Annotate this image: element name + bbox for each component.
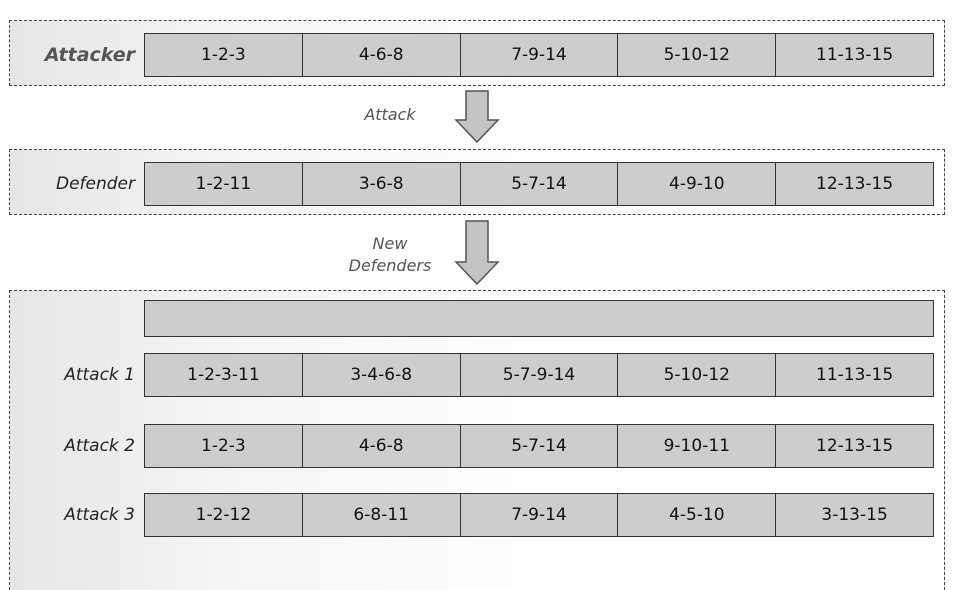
attack-1-cell: 3-4-6-8	[303, 354, 461, 396]
attacker-cell: 4-6-8	[303, 34, 461, 76]
attack-2-cell: 12-13-15	[816, 436, 894, 456]
new-defenders-caption-line2: Defenders	[348, 256, 432, 275]
down-arrow-icon	[454, 220, 500, 286]
defender-cell: 5-7-14	[461, 163, 619, 205]
attack-2-cell: 4-6-8	[303, 425, 461, 467]
attacker-cell: 1-2-3	[145, 34, 303, 76]
attack-1-label: Attack 1	[64, 365, 135, 385]
defender-label: Defender	[55, 174, 135, 194]
attack-1-row: 1-2-3-11 3-4-6-8 5-7-9-14 5-10-12 11-13-…	[144, 353, 934, 397]
defender-cell: 4-9-10	[618, 163, 777, 205]
attacker-label: Attacker	[44, 44, 135, 66]
attack-2-cell: 9-10-11	[618, 425, 777, 467]
attacker-cell: 5-10-12	[618, 34, 777, 76]
attack-1-cell: 1-2-3-11	[145, 354, 303, 396]
attack-1-cell: 5-7-9-14	[461, 354, 619, 396]
new-defenders-caption: New Defenders	[320, 233, 460, 277]
attack-3-cell: 6-8-11	[303, 494, 461, 536]
attack-3-row: 1-2-12 6-8-11 7-9-14 4-5-10 3-13-15	[144, 493, 934, 537]
attack-1-cell: 5-10-12	[618, 354, 777, 396]
new-defenders-caption-line1: New	[372, 234, 408, 253]
attack-2-cell: 5-7-14	[461, 425, 619, 467]
attack-3-cell: 3-13-15	[821, 505, 888, 525]
defender-cell: 3-6-8	[303, 163, 461, 205]
attack-3-cell: 1-2-12	[145, 494, 303, 536]
attack-caption: Attack	[364, 105, 416, 124]
attack-2-row: 1-2-3 4-6-8 5-7-14 9-10-11 12-13-15	[144, 424, 934, 468]
attack-2-label: Attack 2	[64, 436, 135, 456]
attack-3-label: Attack 3	[64, 505, 135, 525]
down-arrow-icon	[454, 90, 500, 144]
attack-3-cell: 7-9-14	[461, 494, 619, 536]
defender-row: 1-2-11 3-6-8 5-7-14 4-9-10 12-13-15	[144, 162, 934, 206]
defender-cell: 12-13-15	[816, 174, 894, 194]
empty-row	[144, 300, 934, 337]
attacker-cell: 7-9-14	[461, 34, 619, 76]
defender-cell: 1-2-11	[145, 163, 303, 205]
attack-3-cell: 4-5-10	[618, 494, 777, 536]
attacker-row: 1-2-3 4-6-8 7-9-14 5-10-12 11-13-15	[144, 33, 934, 77]
attack-2-cell: 1-2-3	[145, 425, 303, 467]
attacker-cell: 11-13-15	[816, 45, 894, 65]
attack-1-cell: 11-13-15	[816, 365, 894, 385]
